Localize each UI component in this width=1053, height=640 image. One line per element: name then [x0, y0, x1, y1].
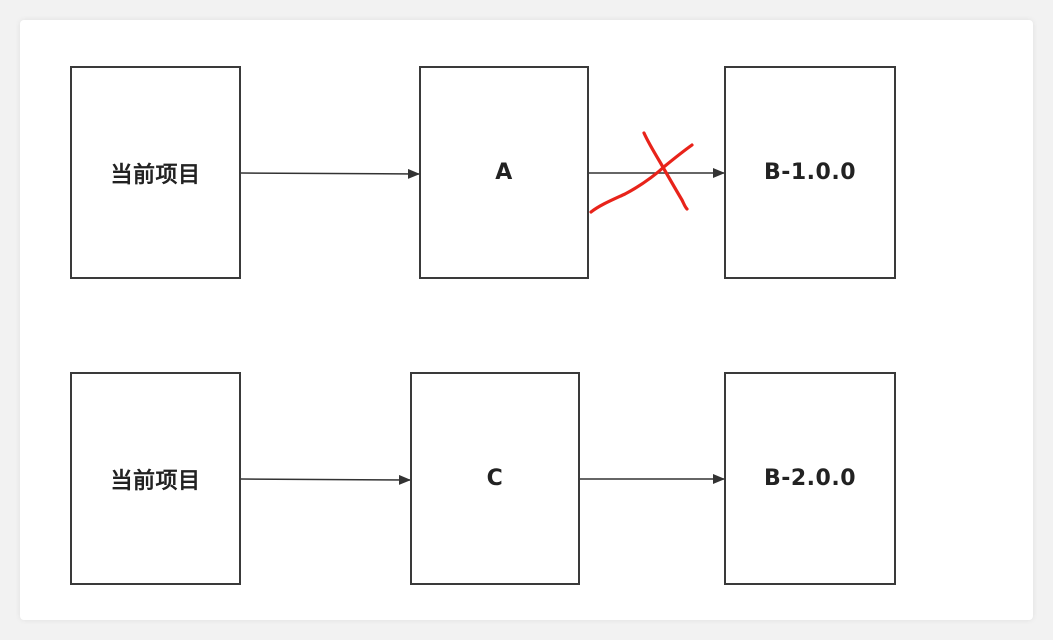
- node-label: B-2.0.0: [763, 466, 857, 491]
- node-b-1: B-1.0.0: [724, 66, 896, 279]
- node-a: A: [419, 66, 589, 279]
- node-current-project-1: 当前项目: [70, 66, 241, 279]
- node-b-2: B-2.0.0: [724, 372, 896, 585]
- cross-mark-icon: [589, 131, 694, 214]
- node-label: C: [486, 466, 504, 491]
- node-label: A: [495, 160, 513, 185]
- node-label: B-1.0.0: [763, 160, 857, 185]
- node-c: C: [410, 372, 580, 585]
- edge-current-project-2-to-c: [240, 474, 411, 485]
- node-label: 当前项目: [110, 162, 201, 188]
- node-label: 当前项目: [110, 468, 201, 494]
- edge-current-project-1-to-a: [240, 168, 420, 179]
- node-current-project-2: 当前项目: [70, 372, 241, 585]
